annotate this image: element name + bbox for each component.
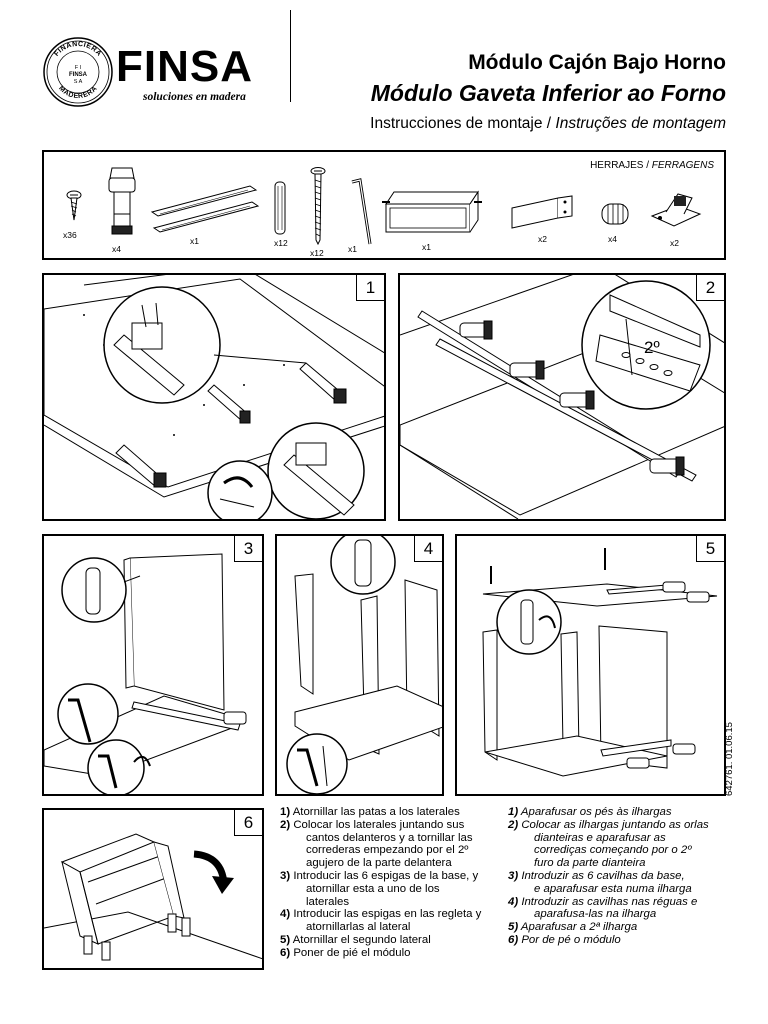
instruction-pt-2: 2) Colocar as ilhargas juntando as orlas…: [508, 818, 709, 870]
qty-allen-key: x1: [348, 244, 357, 254]
drawer-icon: [382, 190, 482, 233]
step-5-diagram: [482, 548, 718, 777]
step-number-5: 5: [696, 536, 724, 562]
panel-step-2: 2º 2: [398, 273, 726, 521]
header-divider: [290, 10, 291, 102]
document-code: 642761. 01.06.15: [724, 722, 735, 796]
screw-icon: [66, 190, 82, 221]
panel-step-4: 4: [275, 534, 444, 796]
instruction-pt-6: 6) Por de pé o módulo: [508, 933, 621, 946]
qty-drawer: x1: [422, 242, 431, 252]
instruction-es-4: 4) Introducir las espigas en las regleta…: [280, 908, 482, 934]
instruction-es-3: 3) Introducir las 6 espigas de la base, …: [280, 869, 479, 908]
hardware-box: HERRAJES / FERRAGENS x36 x4 x1 x12 x12: [42, 150, 726, 260]
instruction-pt-5: 5) Aparafusar a 2ª ilharga: [508, 921, 638, 934]
svg-text:S A: S A: [74, 79, 83, 85]
subtitle: Instrucciones de montaje / Instruções de…: [370, 115, 726, 133]
finsa-logo: FINANCIERA MADERERA F I FINSA S A: [43, 37, 113, 107]
dowel-icon: [274, 181, 286, 235]
hardware-title: HERRAJES / FERRAGENS: [590, 160, 714, 171]
panel-step-3: 3: [42, 534, 264, 796]
instruction-es-1: 1) Atornillar las patas a los laterales: [280, 806, 460, 818]
step-2-diagram: 2º: [400, 275, 724, 519]
qty-rails: x1: [190, 236, 199, 246]
clip-icon: [650, 193, 702, 227]
title-spanish: Módulo Cajón Bajo Horno: [468, 51, 726, 74]
rail-icon: [150, 185, 260, 233]
step-3-diagram: [44, 553, 247, 794]
instructions-portuguese: 1) Aparafusar os pés às ilhargas 2) Colo…: [508, 806, 728, 947]
step-number-4: 4: [414, 536, 442, 562]
instruction-pt-1: 1) Aparafusar os pés às ilhargas: [508, 806, 672, 818]
instruction-es-6: 6) Poner de pié el módulo: [280, 946, 411, 959]
qty-bracket: x2: [538, 234, 547, 244]
step-4-diagram: [286, 536, 442, 794]
leg-icon: [108, 167, 136, 235]
instructions-spanish: 1) Atornillar las patas a los laterales …: [280, 806, 495, 960]
step-number-3: 3: [234, 536, 262, 562]
qty-dowel: x12: [274, 238, 288, 248]
long-screw-icon: [310, 167, 326, 246]
panel-step-1: 1: [42, 273, 386, 521]
step-number-2: 2: [696, 275, 724, 301]
step-2-callout: 2º: [644, 338, 660, 357]
brand-tagline: soluciones en madera: [143, 91, 246, 103]
qty-clip: x2: [670, 238, 679, 248]
svg-text:F I: F I: [75, 65, 82, 71]
allen-key-icon: [351, 178, 372, 245]
panel-step-6: 6: [42, 808, 264, 970]
brand-name: FINSA: [116, 42, 253, 91]
step-number-6: 6: [234, 810, 262, 836]
qty-leg: x4: [112, 244, 121, 254]
connector-icon: [601, 203, 629, 225]
qty-screw: x36: [63, 230, 77, 240]
subtitle-portuguese: Instruções de montagem: [555, 115, 726, 132]
step-number-1: 1: [356, 275, 384, 301]
subtitle-spanish: Instrucciones de montaje /: [370, 115, 556, 132]
bracket-icon: [511, 195, 573, 229]
step-1-diagram: [44, 275, 384, 519]
qty-connector: x4: [608, 234, 617, 244]
svg-text:FINSA: FINSA: [69, 72, 88, 78]
panel-step-5: 5: [455, 534, 726, 796]
instruction-es-5: 5) Atornillar el segundo lateral: [280, 933, 431, 946]
svg-text:MADERERA: MADERERA: [57, 85, 99, 100]
instruction-pt-3: 3) Introduzir as 6 cavilhas da base,e ap…: [508, 869, 692, 895]
qty-long-screw: x12: [310, 248, 324, 258]
step-6-diagram: [44, 833, 262, 961]
title-portuguese: Módulo Gaveta Inferior ao Forno: [370, 80, 726, 106]
